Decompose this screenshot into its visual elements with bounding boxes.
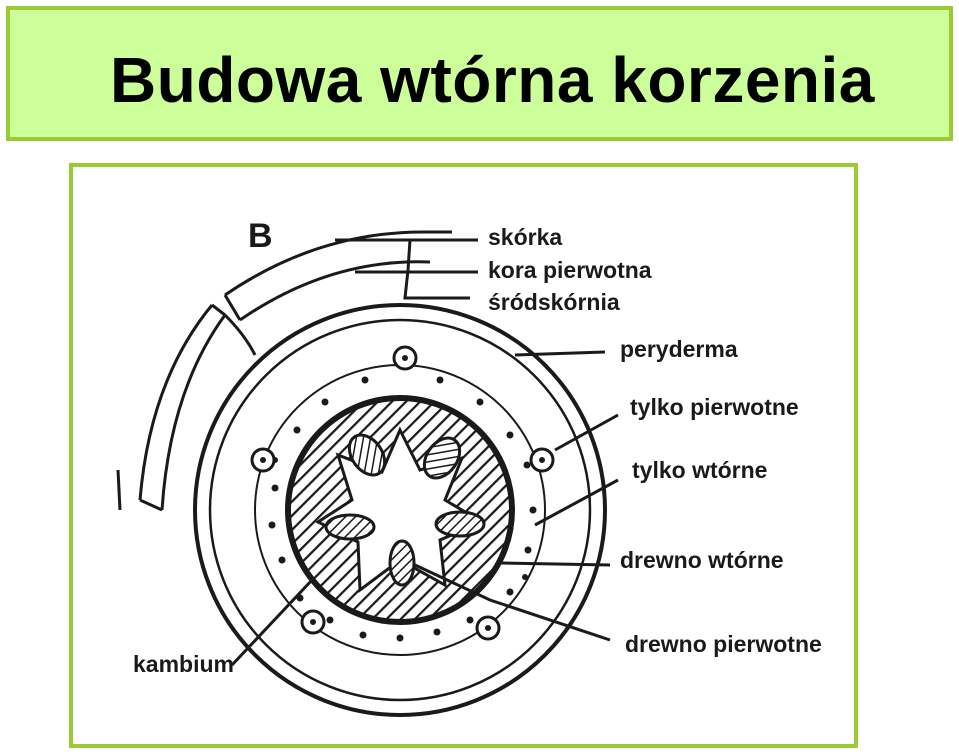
label-drewno-pierwotne: drewno pierwotne (625, 631, 822, 657)
panel-letter: B (248, 217, 273, 255)
label-tylko-pierwotne: tylko pierwotne (630, 394, 799, 420)
label-drewno-wtorne: drewno wtórne (620, 547, 784, 573)
label-peryderma: peryderma (620, 336, 738, 362)
label-srodskornia: śródskórnia (488, 289, 620, 315)
label-skorka: skórka (488, 224, 562, 250)
label-kambium: kambium (133, 651, 234, 677)
label-kora-pierwotna: kora pierwotna (488, 257, 652, 283)
label-tylko-wtorne: tylko wtórne (632, 457, 767, 483)
